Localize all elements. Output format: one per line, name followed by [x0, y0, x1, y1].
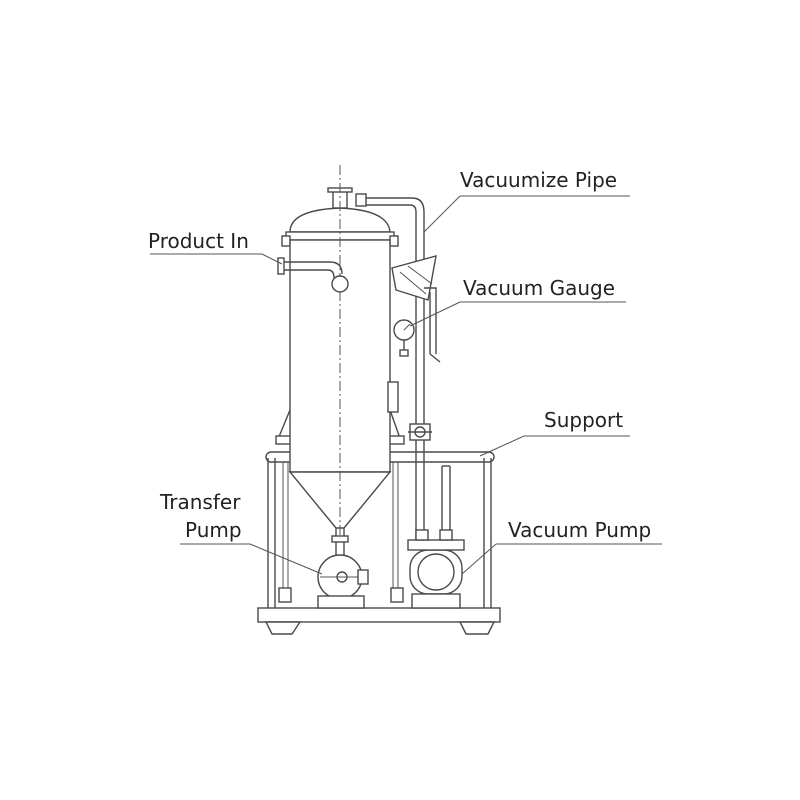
label-product-in: Product In — [148, 229, 249, 253]
vacuum-gauge — [393, 319, 415, 357]
vacuum-pump — [407, 465, 465, 609]
label-transfer-pump-line1: Transfer — [159, 490, 241, 514]
transfer-pump — [317, 554, 369, 609]
label-support: Support — [544, 408, 623, 432]
label-transfer-pump-line2: Pump — [185, 518, 242, 542]
label-vacuum-gauge: Vacuum Gauge — [463, 276, 615, 300]
label-vacuum-pump: Vacuum Pump — [508, 518, 651, 542]
label-vacuumize-pipe: Vacuumize Pipe — [460, 168, 617, 192]
leader-lines — [150, 195, 662, 575]
vessel — [277, 165, 441, 560]
